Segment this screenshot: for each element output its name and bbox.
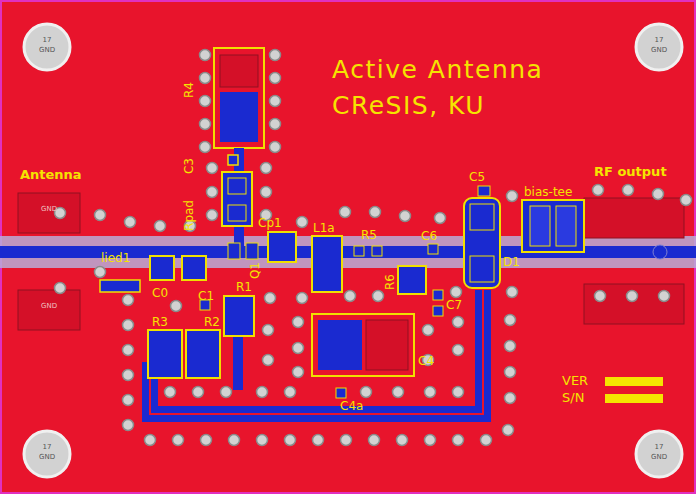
part-name: R6: [384, 274, 397, 290]
board-subtitle: CReSIS, KU: [332, 92, 485, 120]
part-name: C5: [469, 171, 485, 184]
part-name: C0: [152, 287, 168, 300]
part-name: C3: [183, 158, 196, 174]
part-name: Rpad: [183, 200, 196, 231]
part-name: R5: [361, 229, 377, 242]
hole-net: GND: [651, 454, 667, 462]
hole-number: 17: [655, 444, 664, 452]
part-name: R2: [204, 316, 220, 329]
part-name: R4: [183, 82, 196, 98]
part-name: C7: [446, 299, 462, 312]
hole-net: GND: [39, 47, 55, 55]
part-name: R3: [152, 316, 168, 329]
part-name: lied1: [101, 252, 130, 265]
part-name: C6: [421, 230, 437, 243]
port-label: Antenna: [20, 168, 82, 182]
part-name: bias-tee: [524, 186, 572, 199]
part-name: L1a: [313, 222, 335, 235]
hole-number: 17: [43, 444, 52, 452]
part-name: C1: [198, 290, 214, 303]
part-name: R1: [236, 281, 252, 294]
hole-number: 17: [43, 37, 52, 45]
part-name: Cp1: [258, 217, 282, 230]
hole-net: GND: [651, 47, 667, 55]
port-label: RF output: [594, 165, 667, 179]
part-name: Q1: [249, 262, 262, 279]
hole-net: GND: [39, 454, 55, 462]
part-name: C4a: [340, 400, 363, 413]
hole-number: 17: [655, 37, 664, 45]
board-title: Active Antenna: [332, 56, 543, 84]
serial-label: S/N: [562, 391, 584, 405]
part-name: D1: [503, 256, 520, 269]
part-name: C4: [418, 355, 434, 368]
pad-net: GND: [41, 303, 57, 311]
pad-net: GND: [41, 206, 57, 214]
version-label: VER: [562, 374, 588, 388]
